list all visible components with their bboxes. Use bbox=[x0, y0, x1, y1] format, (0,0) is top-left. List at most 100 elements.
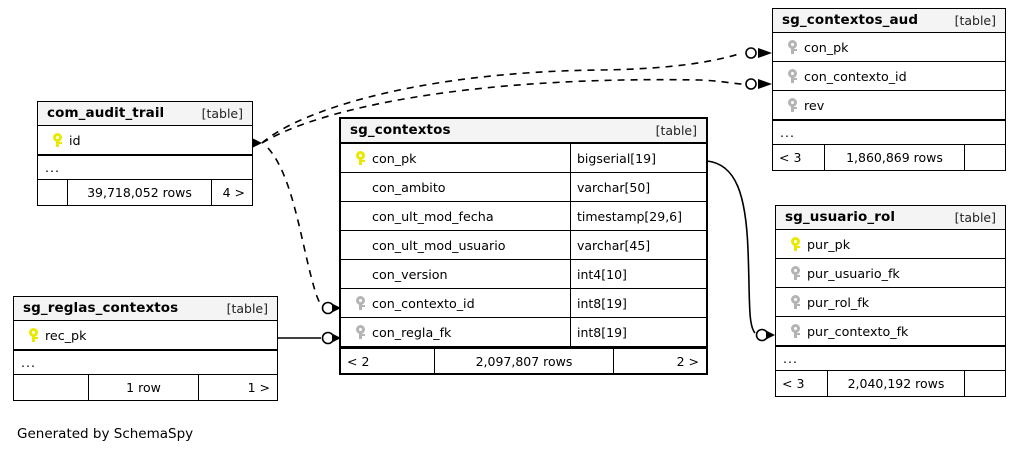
column-name: con_version bbox=[372, 266, 448, 282]
table-sg-reglas-contextos[interactable]: sg_reglas_contextos [table] rec_pk ... 1… bbox=[13, 296, 278, 401]
column-row[interactable]: pur_usuario_fk bbox=[776, 259, 1005, 288]
footer-left[interactable]: < 2 bbox=[341, 349, 435, 373]
column-name-cell: rev bbox=[773, 91, 1005, 119]
table-header: com_audit_trail [table] bbox=[38, 102, 252, 126]
column-name: rec_pk bbox=[45, 327, 87, 343]
table-name: sg_contextos_aud bbox=[782, 12, 919, 28]
column-row[interactable]: con_ult_mod_fecha timestamp[29,6] bbox=[341, 202, 706, 231]
column-row[interactable]: con_version int4[10] bbox=[341, 260, 706, 289]
more-columns-ellipsis: ... bbox=[38, 155, 252, 180]
diagram-caption: Generated by SchemaSpy bbox=[17, 426, 194, 442]
column-name: pur_contexto_fk bbox=[807, 323, 909, 339]
footer-left[interactable]: < 3 bbox=[776, 371, 828, 396]
footer-rows: 39,718,052 rows bbox=[68, 180, 212, 205]
footer-right[interactable] bbox=[965, 145, 1005, 170]
table-sg-contextos-aud[interactable]: sg_contextos_aud [table] con_pk con_cont… bbox=[772, 8, 1006, 171]
column-row[interactable]: pur_contexto_fk bbox=[776, 317, 1005, 346]
footer-right[interactable]: 2 > bbox=[676, 353, 699, 369]
column-name: pur_usuario_fk bbox=[807, 265, 900, 281]
column-name: con_ult_mod_usuario bbox=[372, 237, 506, 253]
key-icon-foreign bbox=[348, 296, 372, 310]
more-columns-ellipsis: ... bbox=[14, 350, 277, 375]
column-name-cell: con_contexto_id bbox=[341, 289, 571, 317]
column-type: int4[10] bbox=[577, 266, 627, 282]
footer-left[interactable]: < 3 bbox=[773, 145, 825, 170]
more-columns-ellipsis: ... bbox=[773, 120, 1005, 145]
column-row[interactable]: pur_rol_fk bbox=[776, 288, 1005, 317]
column-row[interactable]: con_ambito varchar[50] bbox=[341, 173, 706, 202]
table-type-tag: [table] bbox=[954, 12, 996, 28]
column-name-cell: con_pk bbox=[341, 144, 571, 172]
column-row[interactable]: id bbox=[38, 126, 252, 155]
column-row[interactable]: con_pk bbox=[773, 33, 1005, 62]
key-icon-primary bbox=[783, 237, 807, 251]
table-name: sg_usuario_rol bbox=[785, 209, 896, 225]
footer-left[interactable] bbox=[38, 180, 68, 205]
column-name-cell: pur_rol_fk bbox=[776, 288, 1005, 316]
table-footer: 39,718,052 rows 4 > bbox=[38, 180, 252, 205]
column-name: con_contexto_id bbox=[372, 295, 475, 311]
column-name: rev bbox=[804, 97, 825, 113]
column-row[interactable]: con_regla_fk int8[19] bbox=[341, 318, 706, 347]
column-name: con_ult_mod_fecha bbox=[372, 208, 494, 224]
table-footer: 1 row 1 > bbox=[14, 375, 277, 400]
rel-reglas-to-contextos-reglafk bbox=[278, 331, 341, 345]
more-columns-ellipsis: ... bbox=[776, 346, 1005, 371]
key-icon-primary bbox=[348, 151, 372, 165]
column-name-cell: pur_contexto_fk bbox=[776, 317, 1005, 345]
column-row[interactable]: rev bbox=[773, 91, 1005, 120]
column-row[interactable]: con_contexto_id bbox=[773, 62, 1005, 91]
key-icon-foreign bbox=[783, 295, 807, 309]
column-row[interactable]: pur_pk bbox=[776, 230, 1005, 259]
column-row[interactable]: con_ult_mod_usuario varchar[45] bbox=[341, 231, 706, 260]
table-header: sg_reglas_contextos [table] bbox=[14, 297, 277, 321]
column-name-cell: con_ult_mod_fecha bbox=[341, 202, 571, 230]
column-name-cell: id bbox=[38, 126, 252, 154]
footer-right[interactable] bbox=[965, 371, 1005, 396]
column-row[interactable]: con_pk bigserial[19] bbox=[341, 144, 706, 173]
column-name: id bbox=[69, 132, 81, 148]
footer-rows: 1 row bbox=[89, 375, 199, 400]
column-name-cell: con_ult_mod_usuario bbox=[341, 231, 571, 259]
column-name: pur_rol_fk bbox=[807, 294, 870, 310]
column-name: pur_pk bbox=[807, 236, 851, 252]
column-name-cell: pur_usuario_fk bbox=[776, 259, 1005, 287]
table-type-tag: [table] bbox=[201, 105, 243, 121]
footer-left[interactable] bbox=[14, 375, 89, 400]
column-name-cell: con_contexto_id bbox=[773, 62, 1005, 90]
column-name-cell: con_ambito bbox=[341, 173, 571, 201]
column-row[interactable]: rec_pk bbox=[14, 321, 277, 350]
column-name: con_regla_fk bbox=[372, 324, 452, 340]
key-icon-foreign bbox=[780, 98, 804, 112]
key-icon-foreign bbox=[348, 325, 372, 339]
key-icon-foreign bbox=[780, 40, 804, 54]
column-type: timestamp[29,6] bbox=[577, 208, 683, 224]
footer-right[interactable]: 1 > bbox=[247, 380, 270, 395]
column-name-cell: con_regla_fk bbox=[341, 318, 571, 346]
key-icon-primary bbox=[21, 328, 45, 342]
rel-contextos-to-usuariorol bbox=[706, 160, 775, 342]
column-row[interactable]: con_contexto_id int8[19] bbox=[341, 289, 706, 318]
column-name-cell: con_version bbox=[341, 260, 571, 288]
column-name: con_pk bbox=[372, 150, 417, 166]
column-name-cell: con_pk bbox=[773, 33, 1005, 61]
column-name: con_contexto_id bbox=[804, 68, 907, 84]
table-header: sg_usuario_rol [table] bbox=[776, 206, 1005, 230]
footer-right[interactable]: 4 > bbox=[222, 185, 245, 200]
table-header: sg_contextos [table] bbox=[341, 119, 706, 144]
rel-audit-to-contextos-contextoid bbox=[253, 138, 341, 315]
table-sg-usuario-rol[interactable]: sg_usuario_rol [table] pur_pk pur_usuari… bbox=[775, 205, 1006, 397]
footer-rows: 2,040,192 rows bbox=[828, 371, 965, 396]
table-footer: < 3 1,860,869 rows bbox=[773, 145, 1005, 170]
table-sg-contextos[interactable]: sg_contextos [table] con_pk bigserial[19… bbox=[339, 117, 708, 375]
footer-rows: 1,860,869 rows bbox=[825, 145, 965, 170]
table-type-tag: [table] bbox=[655, 122, 697, 138]
table-com-audit-trail[interactable]: com_audit_trail [table] id ... 39,718,05… bbox=[37, 101, 253, 206]
column-type: bigserial[19] bbox=[577, 150, 656, 166]
table-type-tag: [table] bbox=[226, 300, 268, 316]
key-icon-foreign bbox=[783, 266, 807, 280]
table-name: sg_reglas_contextos bbox=[23, 300, 179, 316]
table-name: com_audit_trail bbox=[47, 105, 165, 121]
column-name: con_ambito bbox=[372, 179, 446, 195]
